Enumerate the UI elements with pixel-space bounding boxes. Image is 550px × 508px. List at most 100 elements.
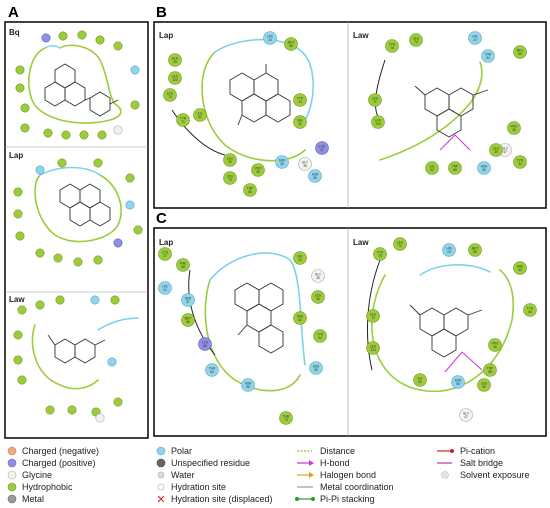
residue-number: 35 xyxy=(316,276,320,280)
legend-label: Hydrophobic xyxy=(22,482,73,492)
residue-disc xyxy=(133,225,143,235)
residue-name: TRP xyxy=(452,165,458,169)
residue-disc xyxy=(77,30,87,40)
residue-disc xyxy=(67,405,77,415)
residue-disc xyxy=(73,257,83,267)
residue-disc xyxy=(293,93,307,107)
residue-name: ASN xyxy=(481,165,488,169)
residue-number: 36 xyxy=(493,345,497,349)
residue-disc xyxy=(523,303,537,317)
residue-number: 47 xyxy=(503,150,507,154)
residue-number: 36 xyxy=(256,170,260,174)
pocket-solvent-a-law xyxy=(97,317,139,331)
legend-swatch-metal xyxy=(7,494,17,504)
residue-disc xyxy=(176,113,190,127)
subpanel-label-b-lap: Lap xyxy=(159,31,173,40)
legend-label: Pi-Pi stacking xyxy=(320,494,375,504)
residue-disc xyxy=(110,295,120,305)
ligand-bq xyxy=(44,63,119,117)
residue-name: GLY xyxy=(502,147,509,151)
residue-disc xyxy=(20,123,30,133)
residue-disc xyxy=(113,238,123,248)
residue-number: 79 xyxy=(371,316,375,320)
residue-name: MET xyxy=(517,49,524,53)
residue-disc xyxy=(95,35,105,45)
legend-label: Metal xyxy=(22,494,44,504)
legend-swatch-water xyxy=(157,471,165,479)
ligand-a-lap xyxy=(59,183,111,227)
residue-number: 34 xyxy=(298,100,302,104)
residue-number: 39 xyxy=(494,150,498,154)
residue-name: HIS xyxy=(446,247,451,251)
subpanel-label-a-law: Law xyxy=(9,295,25,304)
residue-name: TYR xyxy=(377,251,384,255)
residue-name: MET xyxy=(185,317,192,321)
residue-name: GLY xyxy=(315,273,322,277)
residue-name: LEU xyxy=(227,175,234,179)
residue-name: PHE xyxy=(180,262,187,266)
residue-number: 86 xyxy=(186,320,190,324)
residue-name: THR xyxy=(485,53,492,57)
residue-disc xyxy=(413,373,427,387)
residue-disc xyxy=(223,153,237,167)
legend-swatch-hydration-site xyxy=(157,483,165,491)
residue-disc xyxy=(284,37,298,51)
residue-disc xyxy=(298,157,312,171)
residue-number: 27 xyxy=(163,254,167,258)
residue-name: TYR xyxy=(317,333,324,337)
legend-label: Solvent exposure xyxy=(460,470,530,480)
panel-a-frame xyxy=(4,21,149,439)
residue-disc xyxy=(193,108,207,122)
residue-group-a-law xyxy=(13,295,123,423)
residue-name: PHE xyxy=(297,315,304,319)
interaction-lines xyxy=(171,59,483,373)
residue-number: 34 xyxy=(298,258,302,262)
residue-disc xyxy=(13,330,23,340)
residue-disc xyxy=(309,361,323,375)
residue-number: 104 xyxy=(172,78,178,82)
panel-letter-b: B xyxy=(156,4,167,21)
residue-name: MET xyxy=(472,247,479,251)
residue-disc xyxy=(275,155,289,169)
legend-swatch-halogen-arrow xyxy=(309,472,314,478)
residue-number: 62 xyxy=(198,115,202,119)
residue-disc xyxy=(481,49,495,63)
residue-name: LEU xyxy=(167,92,174,96)
residue-disc xyxy=(513,45,527,59)
subpanel-label-c-lap: Lap xyxy=(159,238,173,247)
residue-disc xyxy=(279,411,293,425)
residue-disc xyxy=(61,130,71,140)
residue-disc xyxy=(113,397,123,407)
residue-number: 28 xyxy=(173,60,177,64)
residue-name: SER xyxy=(185,297,192,301)
residue-name: TYR xyxy=(527,307,534,311)
legend-label: Glycine xyxy=(22,470,52,480)
residue-disc xyxy=(311,290,325,304)
legend-swatch-unspecified xyxy=(156,458,166,468)
binding-pockets xyxy=(28,38,515,393)
legend-swatch-displaced: ✕ xyxy=(156,494,165,506)
residue-number: 71 xyxy=(373,100,377,104)
residue-disc xyxy=(468,31,482,45)
residue-disc xyxy=(45,405,55,415)
residue-disc xyxy=(17,305,27,315)
residue-disc xyxy=(15,65,25,75)
residue-disc xyxy=(308,169,322,183)
residue-name: TYR xyxy=(180,117,187,121)
residue-number: 86 xyxy=(518,52,522,56)
ligand-c-law xyxy=(409,304,483,358)
legend-label: Charged (positive) xyxy=(22,458,96,468)
residue-disc xyxy=(93,255,103,265)
residue-disc xyxy=(243,183,257,197)
ligand-b-lap xyxy=(229,64,291,126)
legend-label: H-bond xyxy=(320,458,350,468)
residue-number: 86 xyxy=(289,44,293,48)
residue-disc xyxy=(448,161,462,175)
residue-disc xyxy=(313,329,327,343)
legend-swatch-hydrophobic xyxy=(7,482,17,492)
residue-number: 24 xyxy=(447,250,451,254)
residue-name: HIS xyxy=(267,35,272,39)
residue-number: 65 xyxy=(488,370,492,374)
